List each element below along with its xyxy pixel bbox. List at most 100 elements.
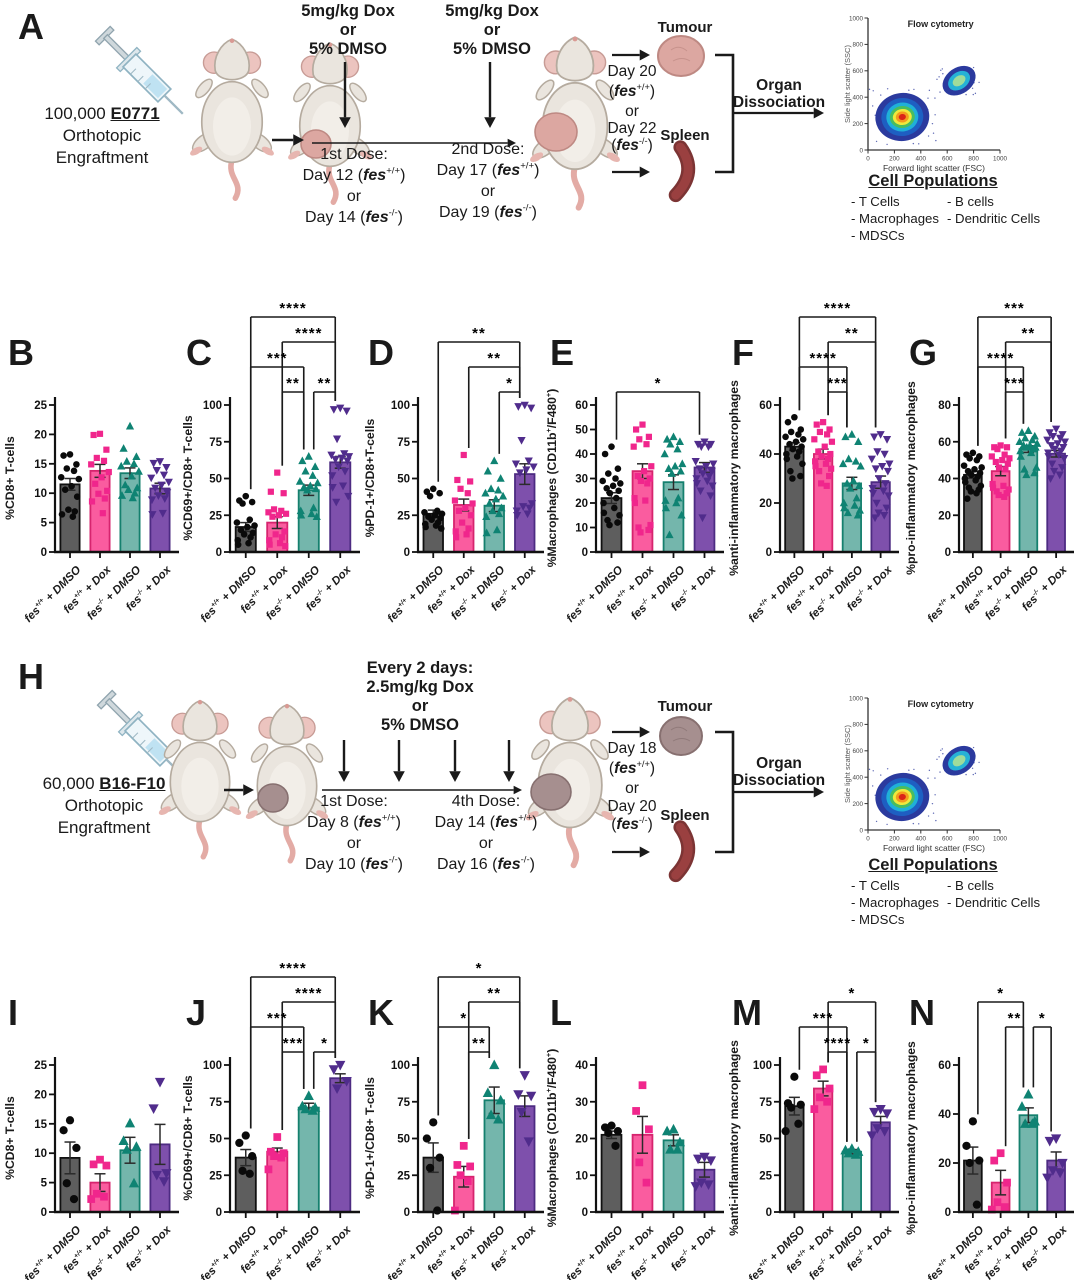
data-point — [87, 1195, 96, 1203]
data-point — [526, 1091, 537, 1102]
data-point — [665, 530, 674, 539]
significance-stars: * — [863, 1035, 870, 1052]
data-point — [279, 1149, 288, 1158]
flow-xlabel: Forward light scatter (FSC) — [883, 163, 985, 173]
data-point — [881, 1109, 893, 1120]
y-tick-label: 25 — [209, 1170, 222, 1182]
y-tick-label: 60 — [759, 400, 772, 412]
endpoint-day: (fes+/+) — [608, 758, 656, 777]
data-point — [875, 1104, 886, 1115]
data-point — [519, 1071, 530, 1081]
significance-bracket: **** — [249, 300, 337, 490]
data-point — [459, 519, 466, 526]
dose-schedule: Day 10 (fes-/-) — [305, 854, 403, 873]
data-point — [1016, 452, 1025, 460]
y-tick-label: 100 — [203, 1060, 222, 1072]
data-point — [997, 442, 1004, 449]
data-point — [609, 482, 617, 490]
y-tick-label: 10 — [575, 1170, 588, 1182]
dose-schedule: Day 17 (fes+/+) — [436, 160, 540, 179]
cell-population-item: - MDSCs — [851, 228, 905, 243]
data-point — [695, 465, 704, 474]
data-point — [265, 509, 272, 516]
data-point — [630, 443, 637, 450]
data-point — [815, 448, 822, 455]
significance-bracket: ** — [467, 350, 521, 448]
data-point — [467, 512, 475, 519]
panel-letter-j: J — [186, 992, 207, 1033]
data-point — [882, 436, 892, 444]
data-point — [783, 450, 790, 458]
data-point — [158, 1177, 170, 1187]
panel-letter-k: K — [368, 992, 394, 1033]
data-point — [1027, 1118, 1038, 1128]
data-point — [311, 484, 321, 493]
y-tick-label: 75 — [759, 1097, 772, 1109]
data-point — [963, 495, 971, 503]
data-point — [847, 430, 856, 438]
data-point — [332, 435, 342, 444]
data-point — [335, 1060, 346, 1071]
significance-stars: * — [506, 375, 513, 392]
data-point — [65, 1116, 75, 1125]
data-point — [267, 488, 274, 495]
data-point — [244, 523, 251, 531]
y-tick-label: 50 — [397, 1134, 410, 1146]
data-point — [810, 1105, 819, 1113]
y-tick-label: 5 — [41, 1178, 48, 1190]
data-point — [296, 506, 305, 515]
tumor-on-mouse — [534, 112, 578, 152]
data-point — [871, 465, 880, 474]
data-point — [698, 470, 707, 478]
data-point — [697, 443, 706, 452]
svg-text:400: 400 — [852, 95, 863, 102]
svg-text:800: 800 — [968, 836, 979, 843]
cell-population-item: - Dendritic Cells — [947, 895, 1041, 910]
cell-populations-title: Cell Populations — [868, 172, 998, 190]
svg-text:600: 600 — [852, 68, 863, 75]
arrow-icon — [612, 166, 650, 178]
data-point — [799, 460, 806, 468]
significance-stars: **** — [295, 325, 322, 342]
engraftment-line: 100,000 E0771 — [44, 104, 160, 123]
y-axis-label: %CD69+/CD8+ T-cells — [181, 415, 195, 541]
data-point — [134, 467, 143, 475]
y-tick-label: 50 — [397, 474, 410, 486]
data-point — [828, 438, 836, 445]
data-point — [606, 489, 614, 497]
arrow-icon — [733, 786, 824, 798]
svg-text:0: 0 — [866, 836, 870, 843]
data-point — [482, 512, 491, 521]
cell-population-item: - B cells — [947, 194, 994, 209]
data-point — [435, 1153, 444, 1162]
data-point — [645, 1125, 653, 1134]
data-point — [611, 1141, 620, 1150]
significance-stars: ** — [1008, 1010, 1022, 1027]
data-point — [266, 541, 273, 548]
data-point — [883, 467, 892, 476]
treatment-label: or — [483, 21, 501, 39]
data-point — [786, 440, 793, 448]
endpoint-day: Day 18 — [607, 740, 657, 757]
data-point — [673, 444, 682, 453]
data-point — [159, 471, 169, 480]
data-point — [148, 511, 157, 519]
data-point — [275, 512, 282, 519]
y-tick-label: 20 — [34, 429, 47, 441]
y-axis-label: %anti-inflammatory macrophages — [727, 1040, 741, 1236]
significance-bracket: ** — [437, 325, 521, 482]
data-point — [844, 454, 853, 463]
data-point — [672, 1144, 683, 1154]
dose-schedule: Day 14 (fes-/-) — [305, 207, 403, 226]
svg-text:200: 200 — [889, 156, 900, 163]
y-tick-label: 10 — [34, 1148, 47, 1160]
data-point — [92, 1189, 101, 1198]
data-point — [61, 486, 69, 493]
data-point — [967, 471, 975, 479]
data-point — [278, 534, 286, 541]
data-point — [96, 430, 104, 437]
y-tick-label: 50 — [209, 1134, 222, 1146]
data-point — [782, 433, 789, 441]
data-point — [281, 528, 288, 535]
